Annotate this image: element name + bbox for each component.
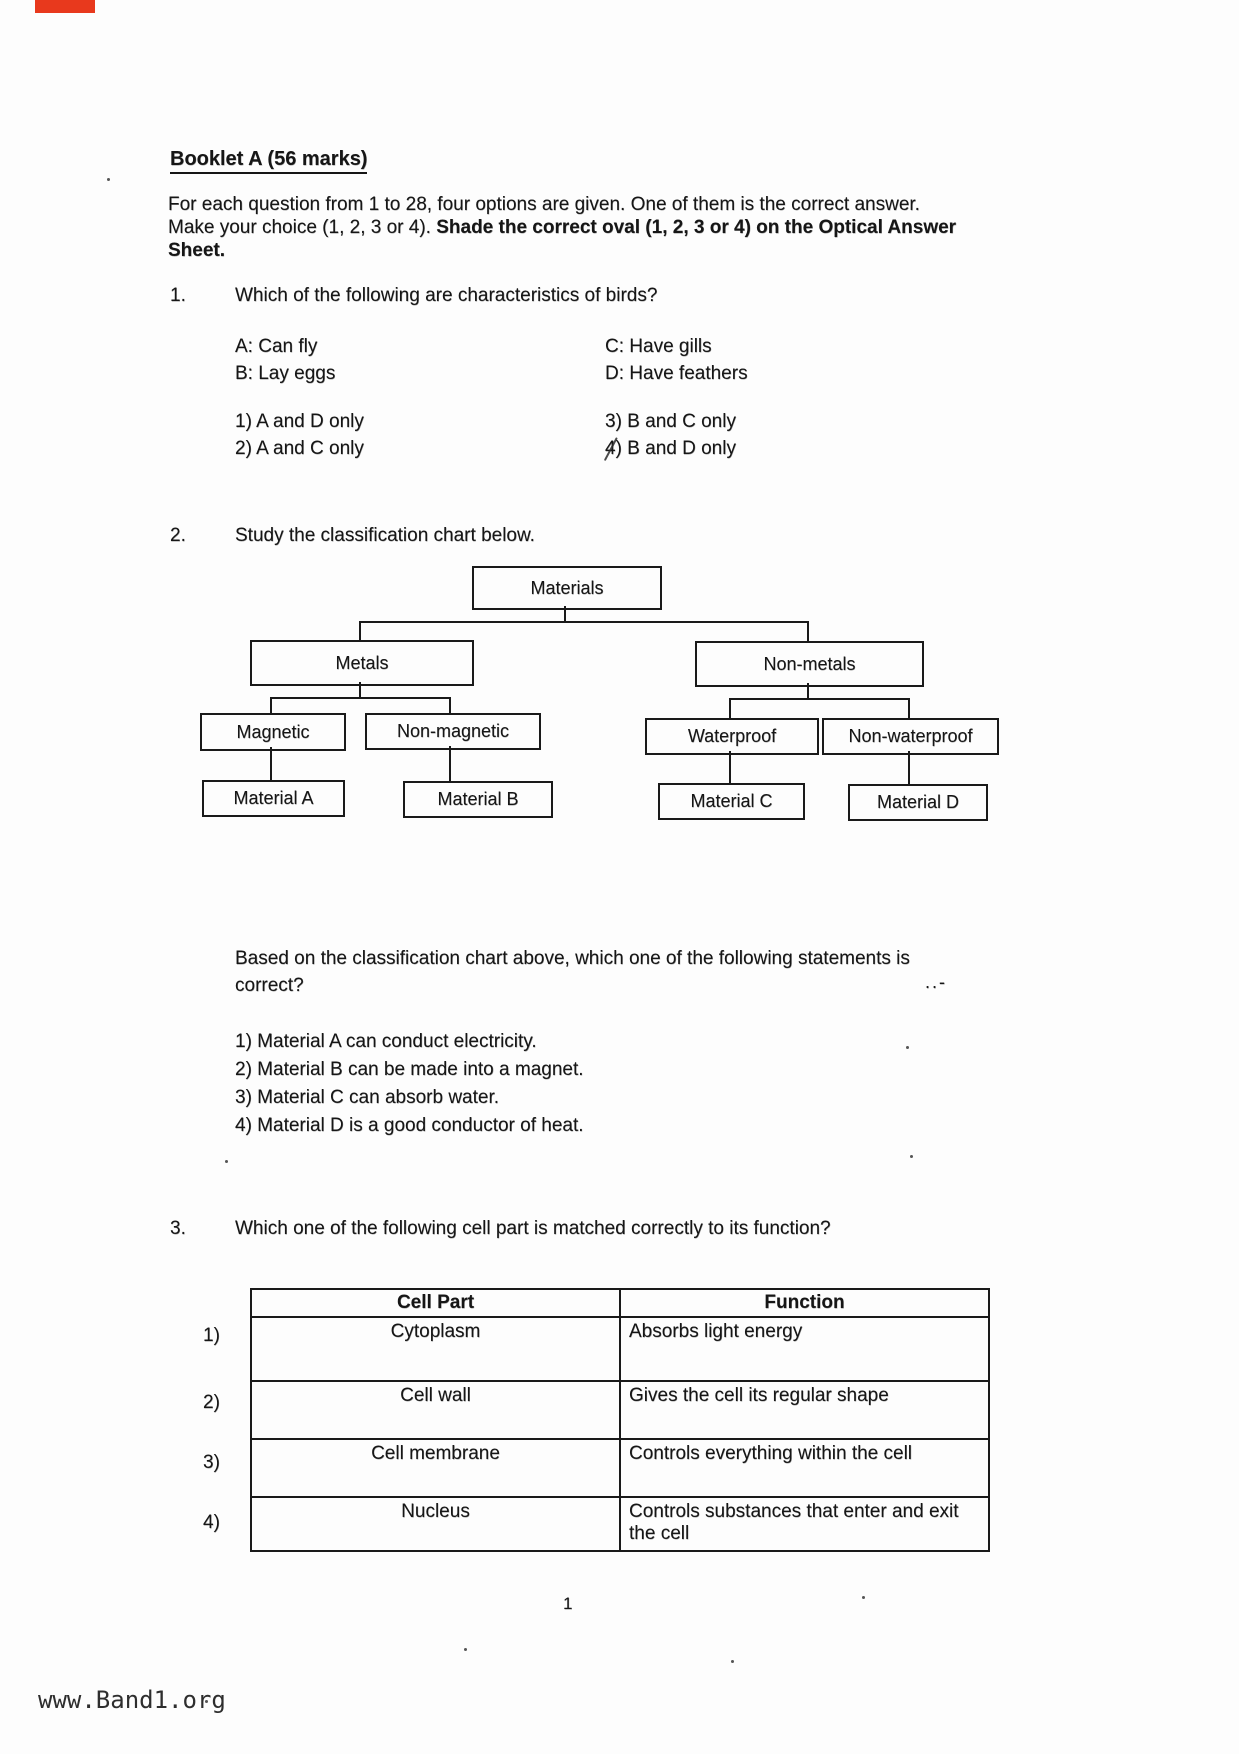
q2-option-2: 2) Material B can be made into a magnet. <box>235 1059 584 1080</box>
q1-item-b: B: Lay eggs <box>235 363 336 384</box>
connector-line <box>359 621 361 640</box>
watermark-url: www.Band1.org <box>38 1686 226 1714</box>
chart-node-metals: Metals <box>250 640 474 686</box>
connector-line <box>449 697 451 713</box>
q2-option-4: 4) Material D is a good conductor of hea… <box>235 1115 584 1136</box>
page-number: 1 <box>563 1594 573 1613</box>
q1-text: Which of the following are characteristi… <box>235 285 658 306</box>
q2-followup-line1: Based on the classification chart above,… <box>235 948 910 969</box>
instructions-normal-text: For each question from 1 to 28, four opt… <box>168 194 920 238</box>
chart-node-non-waterproof: Non-waterproof <box>822 718 999 755</box>
scan-speck <box>107 178 110 181</box>
q3-number: 3. <box>170 1218 186 1239</box>
connector-line <box>270 747 272 780</box>
table-cell-part: Cell wall <box>250 1380 621 1440</box>
chart-node-non-magnetic: Non-magnetic <box>365 713 541 750</box>
cell-part-function-table: Cell Part Function Cytoplasm Absorbs lig… <box>250 1288 990 1552</box>
q1-number: 1. <box>170 285 186 306</box>
scan-speck <box>205 1700 208 1703</box>
q1-option-2: 2) A and C only <box>235 438 364 459</box>
table-cell-function: Absorbs light energy <box>619 1316 990 1382</box>
q1-item-d: D: Have feathers <box>605 363 748 384</box>
q1-option-1: 1) A and D only <box>235 411 364 432</box>
connector-line <box>449 746 451 781</box>
table-header-row: Cell Part Function <box>250 1288 990 1318</box>
q2-number: 2. <box>170 525 186 546</box>
q2-option-1: 1) Material A can conduct electricity. <box>235 1031 537 1052</box>
q1-option-4: 4) B and D only <box>605 438 736 459</box>
connector-line <box>908 751 910 784</box>
table-row: Cytoplasm Absorbs light energy <box>250 1316 990 1382</box>
chart-node-material-b: Material B <box>403 781 553 818</box>
connector-line <box>729 751 731 783</box>
connector-line <box>729 698 910 700</box>
table-row: Nucleus Controls substances that enter a… <box>250 1496 990 1552</box>
instructions-bold-text: Shade the correct oval (1, 2, 3 or 4) on… <box>168 217 957 261</box>
scan-speck <box>731 1660 734 1663</box>
scan-speck <box>464 1648 467 1651</box>
connector-line <box>908 698 910 718</box>
q2-option-3: 3) Material C can absorb water. <box>235 1087 500 1108</box>
q3-text: Which one of the following cell part is … <box>235 1218 831 1239</box>
table-row: Cell wall Gives the cell its regular sha… <box>250 1380 990 1440</box>
q1-item-c: C: Have gills <box>605 336 712 357</box>
table-cell-function: Controls substances that enter and exit … <box>619 1496 990 1552</box>
connector-line <box>807 621 809 641</box>
q3-row-number-1: 1) <box>203 1325 220 1346</box>
table-cell-part: Cell membrane <box>250 1438 621 1498</box>
table-header-cell-part: Cell Part <box>250 1288 621 1318</box>
table-header-function: Function <box>619 1288 990 1318</box>
q3-row-number-4: 4) <box>203 1512 220 1533</box>
chart-node-waterproof: Waterproof <box>645 718 819 755</box>
scan-speck <box>906 1046 909 1049</box>
chart-node-material-a: Material A <box>202 780 345 817</box>
instructions-paragraph: For each question from 1 to 28, four opt… <box>168 193 968 262</box>
q1-option-3: 3) B and C only <box>605 411 736 432</box>
scan-speck <box>862 1596 865 1599</box>
q3-row-number-2: 2) <box>203 1392 220 1413</box>
scan-speck <box>910 1155 913 1158</box>
connector-line <box>270 697 451 699</box>
red-scan-mark <box>35 0 95 13</box>
q2-text: Study the classification chart below. <box>235 525 535 546</box>
chart-node-material-c: Material C <box>658 783 805 820</box>
booklet-title: Booklet A (56 marks) <box>170 148 368 174</box>
table-cell-part: Cytoplasm <box>250 1316 621 1382</box>
chart-node-non-metals: Non-metals <box>695 641 924 687</box>
connector-line <box>270 697 272 713</box>
connector-line <box>359 621 809 623</box>
connector-line <box>359 682 361 699</box>
scan-speck: ..- <box>925 972 947 992</box>
chart-node-magnetic: Magnetic <box>200 713 346 751</box>
table-cell-function: Controls everything within the cell <box>619 1438 990 1498</box>
table-cell-function: Gives the cell its regular shape <box>619 1380 990 1440</box>
connector-line <box>807 683 809 700</box>
q2-followup-line2: correct? <box>235 975 304 996</box>
q1-item-a: A: Can fly <box>235 336 318 357</box>
connector-line <box>729 698 731 718</box>
q3-row-number-3: 3) <box>203 1452 220 1473</box>
chart-node-material-d: Material D <box>848 784 988 821</box>
table-cell-part: Nucleus <box>250 1496 621 1552</box>
table-row: Cell membrane Controls everything within… <box>250 1438 990 1498</box>
scan-speck <box>225 1160 228 1163</box>
connector-line <box>564 606 566 623</box>
chart-node-materials: Materials <box>472 566 662 610</box>
